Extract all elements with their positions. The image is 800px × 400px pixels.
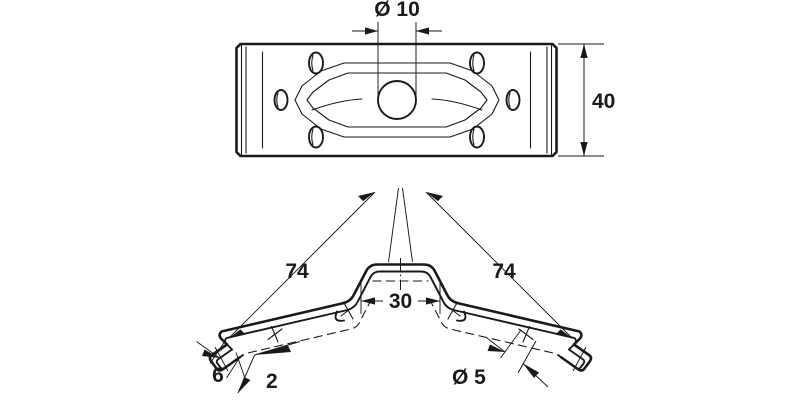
dim-30-label: 30	[389, 290, 412, 313]
dim-10-arrow-left	[365, 27, 378, 35]
dim-74-left-ext-top	[388, 187, 399, 263]
dim-d5-line-left	[486, 337, 506, 353]
dimension-thickness-2: 2	[235, 341, 301, 394]
dim-10-label: Ø 10	[374, 0, 420, 21]
dim-2-leader	[254, 341, 301, 356]
dim-40-label: 40	[592, 90, 615, 113]
screw-hole-bottom-right	[469, 125, 485, 149]
boss-outer-octagon	[294, 62, 500, 138]
dim-6-ext-lower	[226, 356, 241, 379]
dim-6-ext-upper	[209, 339, 227, 364]
dim-30-arrow-right	[426, 297, 440, 305]
hole-right-upper-arc	[456, 310, 467, 322]
dim-10-arrow-right	[416, 27, 429, 35]
dim-6-arrow	[202, 349, 220, 358]
dim-74-right-ext-top	[402, 187, 413, 263]
dim-74-left-ext-bottom	[214, 346, 229, 372]
screw-hole-top-right	[469, 51, 485, 75]
screw-hole-left-middle-inner	[276, 92, 279, 108]
boss-inner-octagon	[306, 72, 488, 128]
hidden-line-left-leg	[247, 299, 372, 354]
dim-d5-ext-left	[500, 329, 522, 359]
screw-hole-bottom-left	[308, 125, 324, 149]
dim-2-ext-line	[235, 352, 247, 382]
dim-74-right-arrow-bottom	[555, 329, 573, 339]
hook-end-right-inner	[557, 348, 586, 370]
hook-end-left-inner	[215, 348, 244, 370]
dim-2-label: 2	[266, 370, 278, 393]
dimension-leg-right-74: 74	[402, 187, 587, 372]
hole-mark-left-upper-cross	[340, 303, 358, 317]
screw-hole-left-middle	[273, 89, 289, 111]
side-view-group	[208, 258, 593, 372]
dim-30-arrow-left	[361, 297, 375, 305]
dim-6-label: 6	[212, 364, 224, 387]
hook-end-right	[560, 343, 593, 372]
screw-hole-top-right-inner	[472, 54, 475, 72]
boss-crease-right	[431, 98, 483, 111]
dimension-end-6: 6	[196, 339, 241, 387]
dim-d5-arrow-left	[487, 344, 505, 352]
screw-hole-right-middle-inner	[508, 92, 511, 108]
dim-74-right-arrow-top	[426, 192, 443, 202]
dim-74-right-line	[425, 191, 573, 339]
hole-left-upper-arc	[334, 310, 345, 322]
dim-74-left-line	[228, 191, 376, 339]
boss-crease-left	[311, 98, 363, 111]
screw-hole-right-middle	[505, 89, 521, 111]
dimension-diameter-5: Ø 5	[452, 329, 549, 389]
dim-d5-ext-right	[517, 340, 537, 374]
dim-d5-label: Ø 5	[452, 366, 486, 389]
profile-contour-second	[224, 270, 577, 351]
plate-outline	[235, 42, 558, 158]
screw-hole-bottom-left-inner	[311, 128, 314, 146]
dimension-diameter-10: Ø 10	[352, 0, 442, 100]
dim-d5-arrow-right	[523, 363, 539, 378]
dimension-apex-30: 30	[360, 282, 441, 314]
dim-74-left-arrow-bottom	[228, 329, 246, 339]
dim-74-left-label: 74	[285, 260, 309, 283]
dim-40-arrow-bottom	[580, 142, 588, 156]
hole-mark-right-lower-cross	[518, 328, 534, 341]
hole-mark-right-upper-cross	[443, 303, 461, 317]
dim-2-arrow-lower	[238, 377, 251, 393]
screw-hole-top-left-inner	[311, 54, 314, 72]
dim-74-right-label: 74	[492, 260, 516, 283]
dimension-leg-left-74: 74	[214, 187, 399, 372]
hole-mark-left-lower-cross	[267, 328, 283, 341]
screw-hole-top-left	[308, 51, 324, 75]
dim-6-line	[196, 341, 220, 359]
screw-hole-bottom-right-inner	[472, 128, 475, 146]
dimension-height-40: 40	[558, 43, 615, 157]
hidden-line-right-leg	[429, 299, 554, 354]
dim-74-left-arrow-top	[358, 192, 375, 202]
dim-40-arrow-top	[580, 44, 588, 58]
dim-74-right-ext-bottom	[572, 346, 587, 372]
